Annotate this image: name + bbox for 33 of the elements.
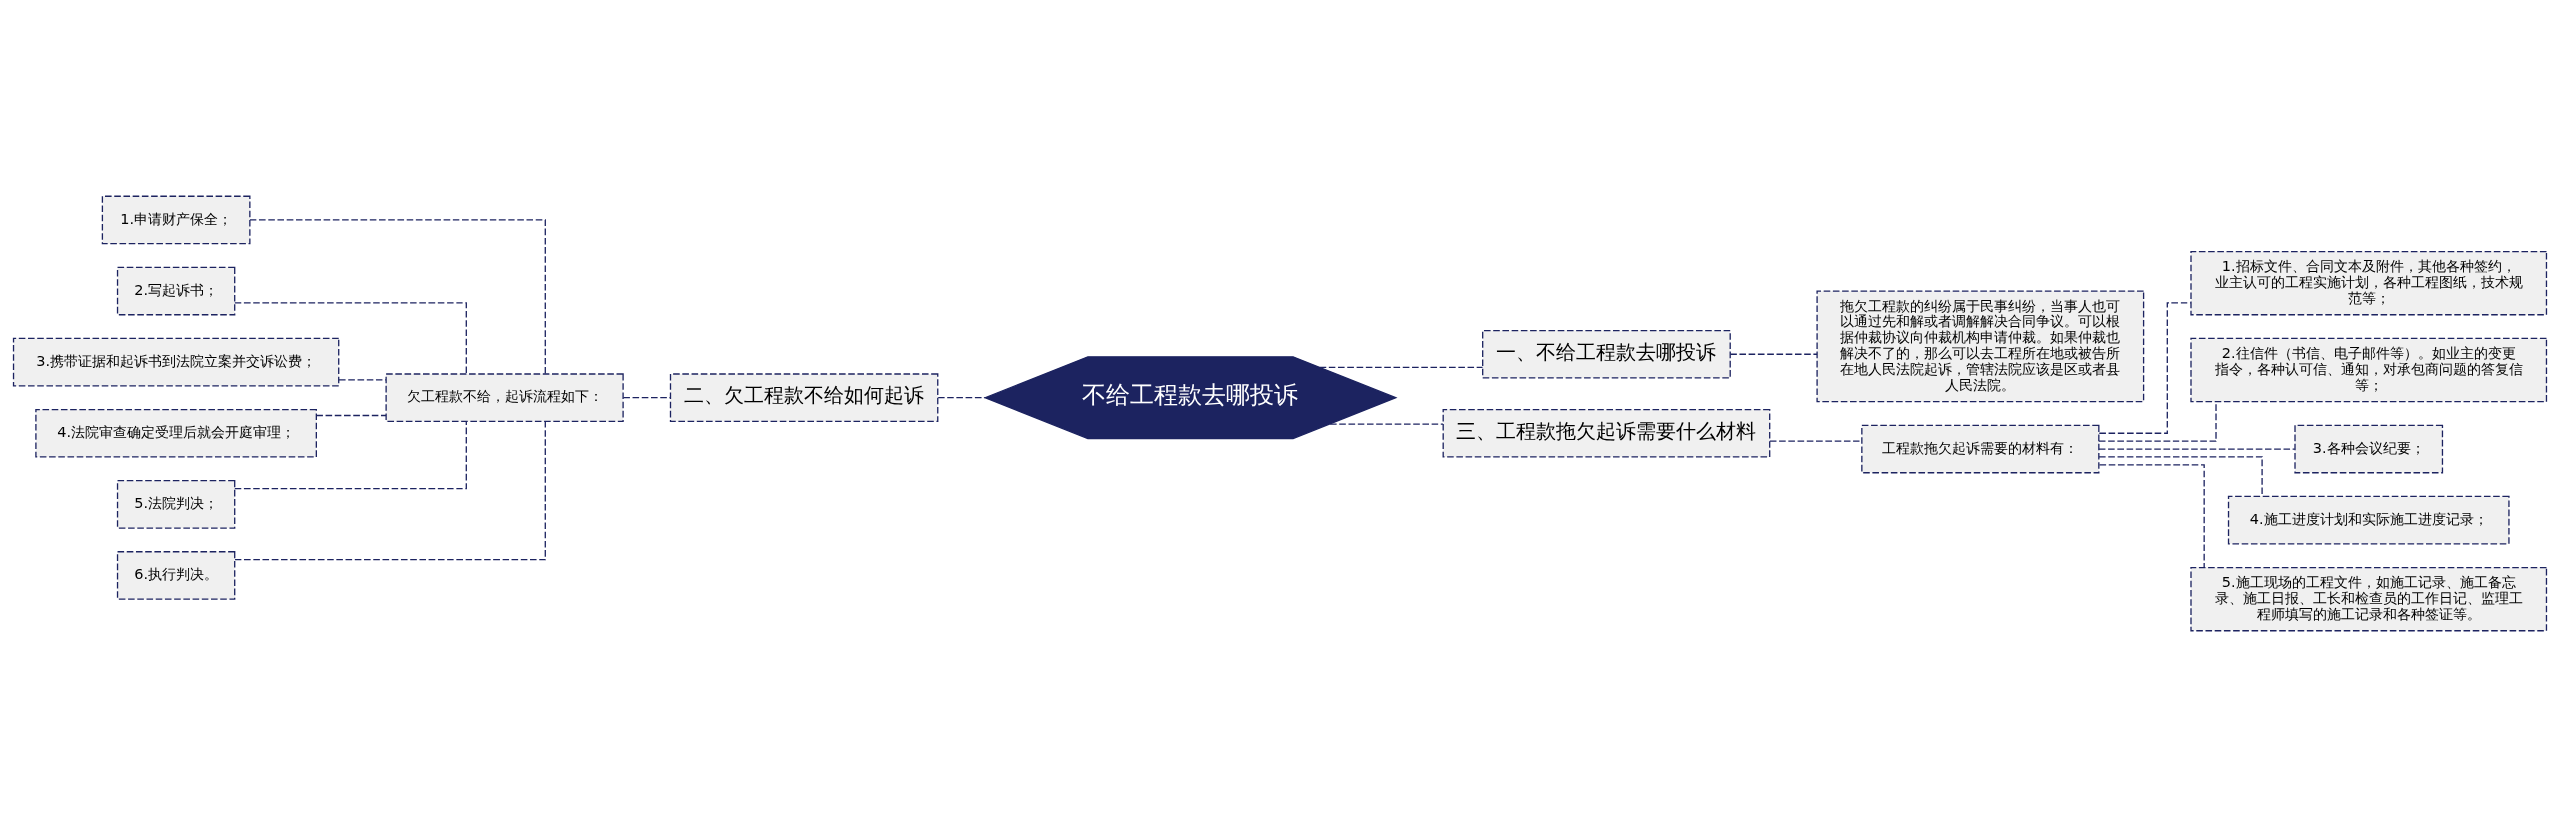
connector bbox=[1329, 423, 1444, 425]
node-box: 4.施工进度计划和实际施工进度记录； bbox=[2227, 495, 2510, 545]
node-box: 1.申请财产保全； bbox=[101, 195, 251, 245]
connector bbox=[2098, 401, 2217, 442]
connector bbox=[249, 219, 546, 375]
connector bbox=[1729, 353, 1818, 355]
node-box: 5.施工现场的工程文件，如施工记录、施工备忘录、施工日报、工长和检查员的工作日记、监理工程师填写的施工记录和各种签证等。 bbox=[2190, 566, 2548, 632]
node-box: 工程款拖欠起诉需要的材料有： bbox=[1861, 424, 2100, 474]
connector bbox=[2098, 456, 2263, 497]
node-box: 2.往信件（书信、电子邮件等）。如业主的变更指令，各种认可信、通知，对承包商问题的答复信等； bbox=[2190, 337, 2548, 403]
node-box: 6.执行判决。 bbox=[116, 551, 236, 600]
connector bbox=[234, 420, 546, 561]
node-box: 1.招标文件、合同文本及附件，其他各种签约，业主认可的工程实施计划，各种工程图纸，技术规范等； bbox=[2190, 250, 2548, 316]
connector bbox=[2098, 464, 2205, 568]
node-box: 二、欠工程款不给如何起诉 bbox=[669, 373, 939, 423]
node-box: 5.法院判决； bbox=[116, 479, 236, 529]
node-box: 三、工程款拖欠起诉需要什么材料 bbox=[1442, 408, 1771, 458]
connector bbox=[622, 397, 671, 399]
node-box: 3.携带证据和起诉书到法院立案并交诉讼费； bbox=[12, 337, 340, 387]
node-box: 2.写起诉书； bbox=[116, 266, 236, 316]
connector bbox=[315, 414, 387, 417]
connector bbox=[234, 302, 467, 375]
node-box: 3.各种会议纪要； bbox=[2294, 424, 2444, 474]
connector bbox=[1769, 440, 1863, 442]
connector bbox=[937, 397, 986, 399]
node-box: 欠工程款不给，起诉流程如下： bbox=[385, 373, 624, 423]
node-box: 4.法院审查确定受理后就会开庭审理； bbox=[35, 408, 317, 458]
node-box: 拖欠工程款的纠纷属于民事纠纷，当事人也可以通过先和解或者调解解决合同争议。可以根据仲裁协议向仲裁机构申请仲裁。如果仲裁也解决不了的，那么可以去工程所在地或被告所在地人民法院起诉，管辖法院应该是区或者县人民法院。 bbox=[1816, 290, 2145, 403]
node-box: 一、不给工程款去哪投诉 bbox=[1482, 329, 1731, 379]
connector bbox=[338, 379, 387, 381]
connector bbox=[234, 420, 467, 490]
connector bbox=[2098, 448, 2296, 450]
connector bbox=[1319, 366, 1484, 369]
